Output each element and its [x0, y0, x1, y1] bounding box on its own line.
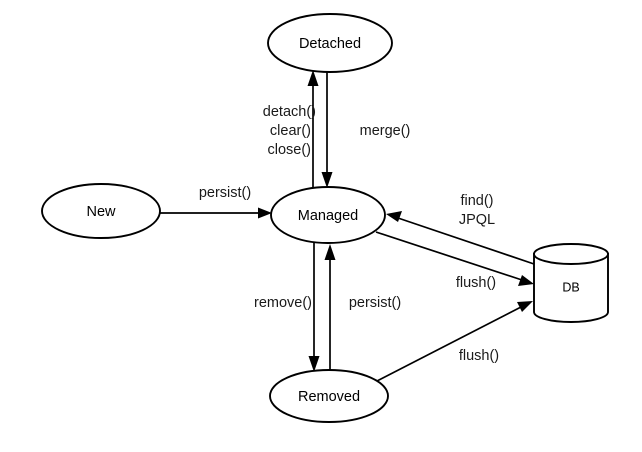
- node-detached-shape: [267, 13, 393, 73]
- node-removed[interactable]: Removed: [269, 369, 389, 423]
- edge-label-persist-removed: persist(): [349, 295, 401, 311]
- edge-label-detach-block: detach() clear() close(): [263, 104, 316, 158]
- edge-label-persist-new: persist(): [199, 185, 251, 201]
- node-detached-label: Detached: [299, 36, 361, 52]
- edge-label-flush-removed: flush(): [459, 348, 499, 364]
- edge-removed-to-db: [376, 301, 533, 382]
- edge-db-to-managed: [386, 211, 535, 265]
- edge-label-remove: remove(): [254, 295, 312, 311]
- arrow-head-managed-to-db: [518, 275, 534, 286]
- edge-managed-to-removed: [308, 242, 320, 372]
- edge-line-removed-to-db: [376, 306, 522, 382]
- node-detached[interactable]: Detached: [267, 13, 393, 73]
- arrow-head-removed-to-managed: [324, 244, 336, 260]
- edge-label-close: close(): [267, 142, 311, 158]
- edge-label-flush-managed: flush(): [456, 275, 496, 291]
- arrow-head-managed-to-detached: [307, 70, 319, 86]
- edge-removed-to-managed: [324, 244, 336, 372]
- arrow-head-managed-to-removed: [308, 356, 320, 372]
- edge-detached-to-managed: [321, 70, 333, 188]
- arrow-head-db-to-managed: [386, 211, 402, 222]
- node-new-label: New: [86, 204, 116, 220]
- arrow-head-detached-to-managed: [321, 172, 333, 188]
- arrow-head-new-to-managed: [258, 207, 272, 219]
- node-new-shape: [41, 183, 161, 239]
- edge-managed-to-db: [375, 231, 534, 286]
- node-db-label: DB: [562, 280, 579, 294]
- edge-line-db-to-managed: [397, 217, 535, 265]
- node-removed-label: Removed: [298, 389, 360, 405]
- edge-managed-to-detached: [307, 70, 319, 189]
- node-db-body: [533, 253, 609, 323]
- node-new[interactable]: New: [41, 183, 161, 239]
- edge-label-clear: clear(): [270, 123, 311, 139]
- edge-label-find: find(): [460, 193, 493, 209]
- node-managed[interactable]: Managed: [270, 186, 386, 244]
- node-db-top: [533, 243, 609, 265]
- edge-line-managed-to-db: [375, 231, 523, 281]
- edge-label-detach: detach(): [263, 104, 316, 120]
- node-db[interactable]: DB: [533, 243, 609, 323]
- node-removed-shape: [269, 369, 389, 423]
- arrow-head-removed-to-db: [517, 301, 533, 312]
- edge-label-find-block: find() JPQL: [459, 193, 495, 228]
- edge-label-merge: merge(): [360, 123, 411, 139]
- node-managed-shape: [270, 186, 386, 244]
- edge-label-jpql: JPQL: [459, 212, 495, 228]
- node-managed-label: Managed: [298, 208, 358, 224]
- edge-new-to-managed: [160, 207, 272, 219]
